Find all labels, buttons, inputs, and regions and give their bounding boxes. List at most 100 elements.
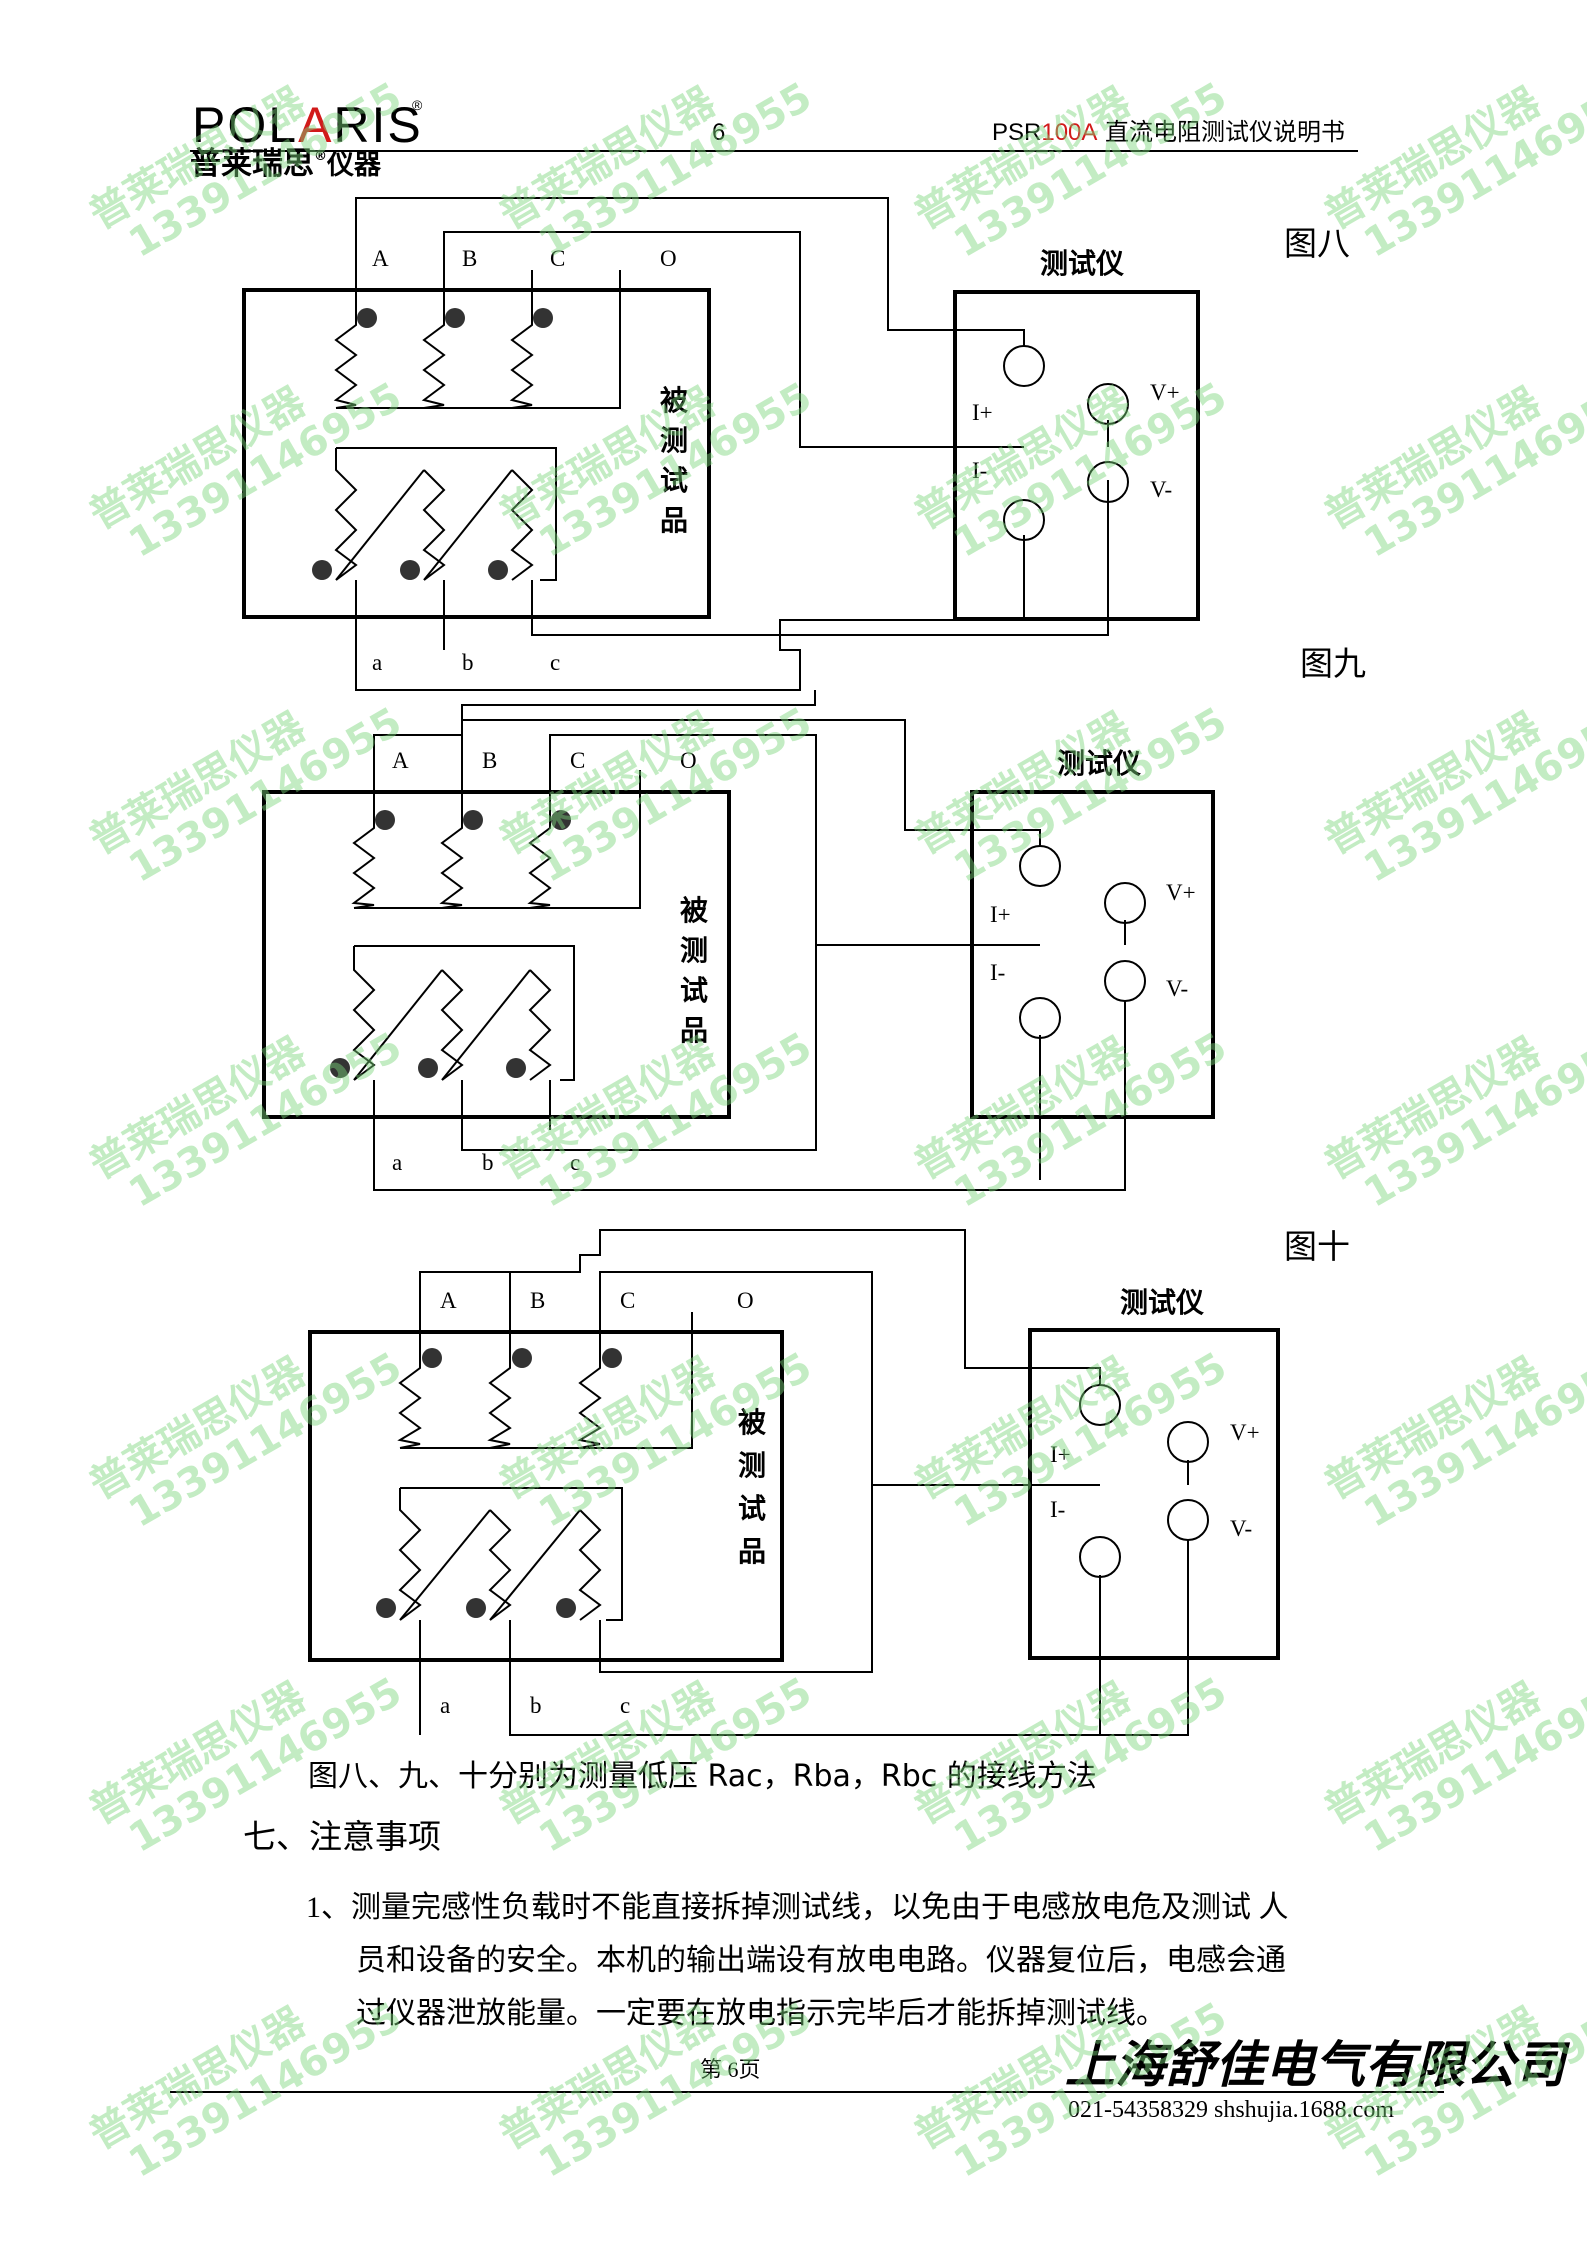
svg-text:A: A: [440, 1288, 457, 1313]
note-line: 员和设备的安全。本机的输出端设有放电电路。仪器复位后，电感会通: [356, 1944, 1286, 1977]
svg-text:b: b: [530, 1693, 542, 1718]
svg-text:A: A: [392, 748, 409, 773]
fig10-secondary-windings: [376, 1487, 623, 1621]
svg-text:b: b: [462, 650, 474, 675]
fig9-top-terminal-labels: A B C O: [392, 748, 697, 773]
brand-logo: POLARIS ® 普莱瑞思®仪器: [190, 97, 423, 182]
note-line: 1、测量完感性负载时不能直接拆掉测试线，以免由于电感放电危及测试 人: [306, 1891, 1289, 1924]
fig8-i-plus-terminal[interactable]: [1003, 345, 1045, 387]
footer-page-label: 第 6页: [700, 2057, 761, 2082]
fig10-v-minus-terminal[interactable]: [1167, 1499, 1209, 1541]
svg-text:a: a: [392, 1150, 402, 1175]
fig9-i-minus-terminal[interactable]: [1019, 997, 1061, 1039]
svg-text:测: 测: [660, 425, 688, 457]
fig10-tester-title: 测试仪: [1120, 1286, 1205, 1319]
header-doc-title: PSR100A 直流电阻测试仪说明书: [992, 118, 1345, 146]
svg-text:a: a: [440, 1693, 450, 1718]
fig10-tester-box: [1028, 1328, 1280, 1660]
svg-text:C: C: [570, 748, 585, 773]
svg-text:试: 试: [660, 465, 688, 497]
fig8-wiring: [355, 197, 1109, 691]
svg-text:a: a: [372, 650, 382, 675]
svg-text:O: O: [680, 748, 697, 773]
fig9-dut-label: 被 测 试 品: [680, 895, 708, 1047]
fig8-port-labels: I+ V+ I- V-: [972, 380, 1180, 502]
fig10-primary-windings: [397, 1312, 693, 1449]
svg-text:I+: I+: [1050, 1442, 1071, 1467]
figure-caption: 图八、九、十分别为测量低压 Rac，Rba，Rbc 的接线方法: [308, 1759, 1097, 1794]
fig9-secondary-windings: [330, 945, 575, 1081]
fig9-primary-windings: [351, 770, 641, 909]
svg-text:I-: I-: [1050, 1497, 1065, 1522]
svg-text:C: C: [620, 1288, 635, 1313]
svg-text:I-: I-: [990, 960, 1005, 985]
svg-text:试: 试: [680, 975, 708, 1007]
svg-text:B: B: [530, 1288, 545, 1313]
svg-text:品: 品: [738, 1537, 766, 1568]
svg-text:B: B: [462, 246, 477, 271]
figure-10-diagram: 图十 被 测 试 品 A B C O a b c: [308, 1227, 1350, 1736]
fig8-dut-box: [242, 288, 711, 619]
footer-contact: 021-54358329 shshujia.1688.com: [1068, 2097, 1394, 2123]
svg-text:B: B: [482, 748, 497, 773]
fig9-v-plus-terminal[interactable]: [1104, 882, 1146, 924]
fig8-tester-box: [953, 290, 1200, 621]
svg-text:c: c: [570, 1150, 580, 1175]
figure-8-diagram: 图八 被 测 试 品 A B C O a b c: [242, 197, 1350, 691]
svg-text:V-: V-: [1166, 976, 1188, 1001]
fig10-dut-label: 被 测 试 品: [738, 1407, 766, 1568]
svg-text:c: c: [550, 650, 560, 675]
page-footer: 第 6页 上海舒佳电气有限公司 021-54358329 shshujia.16…: [170, 2035, 1571, 2123]
note-line: 过仪器泄放能量。一定要在放电指示完毕后才能拆掉测试线。: [356, 1997, 1166, 2030]
figure-9-label: 图九: [1300, 644, 1366, 683]
fig8-i-minus-terminal[interactable]: [1003, 499, 1045, 541]
svg-text:A: A: [372, 246, 389, 271]
svg-text:V-: V-: [1230, 1516, 1252, 1541]
svg-text:被: 被: [738, 1407, 766, 1439]
figure-8-label: 图八: [1284, 224, 1350, 263]
figure-9-diagram: 图九 被 测 试 品 A B C O a b c: [262, 644, 1366, 1191]
fig8-v-minus-terminal[interactable]: [1087, 461, 1129, 503]
fig10-wiring: [419, 1229, 1189, 1736]
fig8-primary-windings: [333, 270, 621, 409]
fig8-top-terminal-labels: A B C O: [372, 246, 677, 271]
fig9-v-minus-terminal[interactable]: [1104, 960, 1146, 1002]
header-page-number: 6: [712, 119, 725, 146]
fig10-port-labels: I+ V+ I- V-: [1050, 1420, 1260, 1541]
fig9-wiring: [373, 690, 1126, 1191]
logo-accent-letter: A: [298, 97, 333, 153]
svg-text:b: b: [482, 1150, 494, 1175]
svg-text:品: 品: [660, 506, 688, 537]
fig9-i-plus-terminal[interactable]: [1019, 845, 1061, 887]
note-item-1: 1、测量完感性负载时不能直接拆掉测试线，以免由于电感放电危及测试 人 员和设备的…: [306, 1891, 1289, 2030]
fig10-i-plus-terminal[interactable]: [1079, 1384, 1121, 1426]
fig10-dut-box: [308, 1330, 784, 1662]
fig8-dut-label: 被 测 试 品: [660, 385, 688, 537]
svg-text:I+: I+: [972, 400, 993, 425]
fig8-v-plus-terminal[interactable]: [1087, 383, 1129, 425]
svg-text:I-: I-: [972, 458, 987, 483]
section-title: 七、注意事项: [243, 1817, 441, 1856]
svg-text:V+: V+: [1150, 380, 1180, 405]
svg-text:被: 被: [660, 385, 688, 417]
fig10-i-minus-terminal[interactable]: [1079, 1536, 1121, 1578]
svg-text:V+: V+: [1166, 880, 1196, 905]
svg-text:测: 测: [738, 1450, 766, 1482]
svg-text:测: 测: [680, 935, 708, 967]
svg-text:V+: V+: [1230, 1420, 1260, 1445]
svg-text:品: 品: [680, 1016, 708, 1047]
svg-text:普莱瑞思®仪器: 普莱瑞思®仪器: [190, 146, 382, 182]
page-header: POLARIS ® 普莱瑞思®仪器 6 PSR100A 直流电阻测试仪说明书: [190, 97, 1358, 182]
svg-text:O: O: [660, 246, 677, 271]
svg-text:c: c: [620, 1693, 630, 1718]
fig9-bottom-terminal-labels: a b c: [392, 1150, 580, 1175]
svg-text:POLARIS: POLARIS: [192, 97, 423, 153]
company-signature: 上海舒佳电气有限公司: [1065, 2035, 1571, 2094]
fig10-bottom-terminal-labels: a b c: [440, 1693, 630, 1718]
svg-text:C: C: [550, 246, 565, 271]
fig10-v-plus-terminal[interactable]: [1167, 1421, 1209, 1463]
svg-text:®: ®: [412, 97, 423, 113]
fig9-port-labels: I+ V+ I- V-: [990, 880, 1196, 1001]
fig9-tester-box: [970, 790, 1215, 1119]
